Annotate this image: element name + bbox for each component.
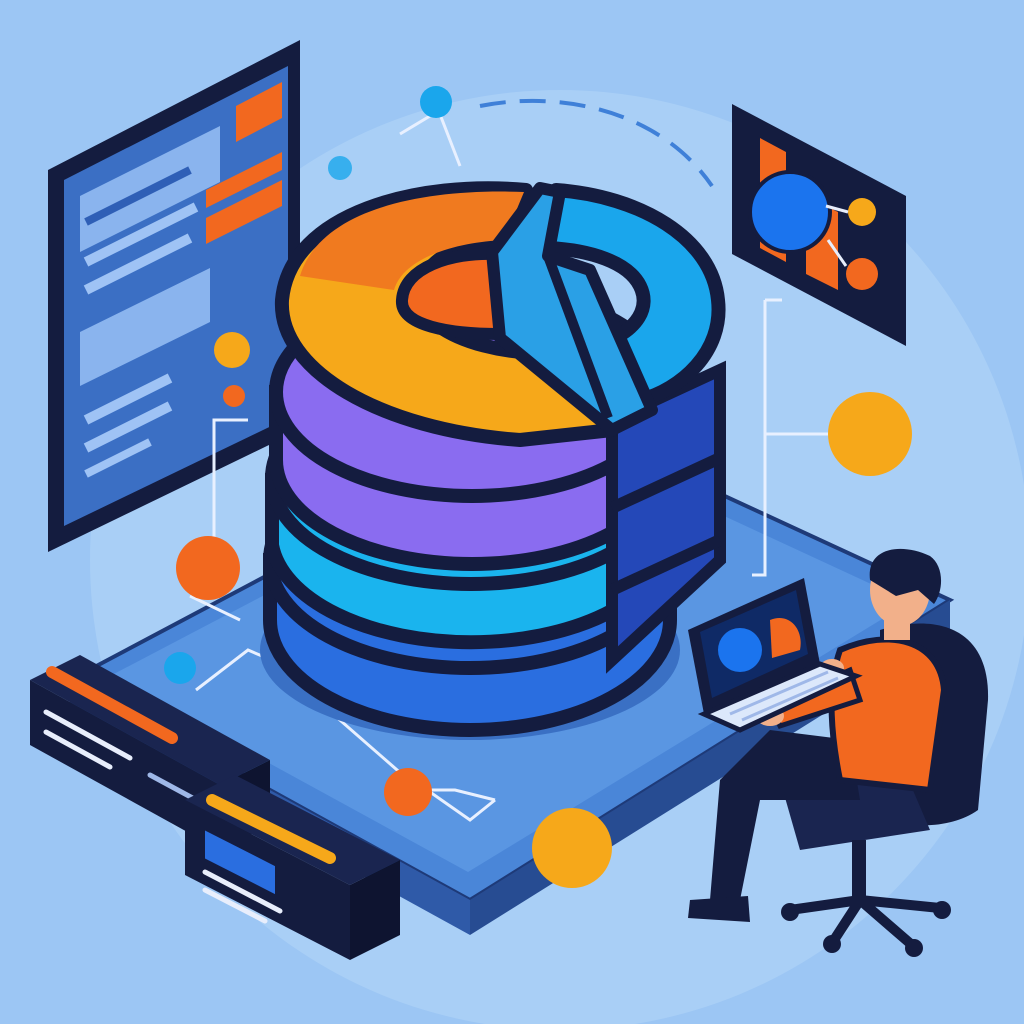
panel-line-6 xyxy=(84,438,152,478)
rack-line-2 xyxy=(43,729,113,770)
network-node-icon xyxy=(828,392,912,476)
network-node-icon xyxy=(223,385,245,407)
panel-bar-orange-3 xyxy=(206,180,282,244)
network-lines xyxy=(189,98,834,822)
chair-legs xyxy=(785,895,945,950)
panel-line-1 xyxy=(84,166,192,226)
rack2-top xyxy=(185,775,400,885)
network-node-icon xyxy=(164,652,196,684)
database-slab-divider-1 xyxy=(609,452,723,514)
chair-wheel xyxy=(823,935,841,953)
rack2-accent-amber xyxy=(206,794,336,864)
laptop-chart-blue xyxy=(718,628,762,672)
server-rack-center xyxy=(185,775,400,960)
rack2-line-2 xyxy=(202,887,268,924)
panel-line-3 xyxy=(83,233,193,295)
network-node-icon xyxy=(176,536,240,600)
pie-wedge-cut xyxy=(543,254,613,420)
network-node-icon xyxy=(420,86,452,118)
chair-wheel xyxy=(905,939,923,957)
chart-node-amber xyxy=(848,198,876,226)
chair-wheel xyxy=(781,903,799,921)
person-torso xyxy=(828,636,948,794)
rack-front xyxy=(30,680,220,850)
chair-wheel xyxy=(933,901,951,919)
panel-bar-orange-1 xyxy=(236,82,282,142)
chair-post xyxy=(852,840,866,900)
panel-line-4 xyxy=(83,373,173,425)
pie-ring-blue xyxy=(541,183,726,437)
laptop-base xyxy=(697,661,863,733)
network-node-icon xyxy=(328,156,352,180)
panel-line-5 xyxy=(83,401,173,453)
laptop-chart-orange xyxy=(770,618,801,658)
chart-node-blue xyxy=(748,170,832,254)
rack2-line-1 xyxy=(202,869,283,914)
person-shoe xyxy=(688,896,750,922)
pie-chart-icon xyxy=(732,104,906,346)
database-icon xyxy=(260,181,726,740)
laptop-icon xyxy=(688,578,863,733)
laptop-keys xyxy=(729,670,839,722)
person-at-laptop xyxy=(688,548,989,957)
chart-connector xyxy=(825,204,849,267)
network-node-icon xyxy=(532,808,612,888)
panel-block-lower xyxy=(80,268,210,386)
network-node-icon xyxy=(384,768,432,816)
chart-node-orange xyxy=(846,258,878,290)
database-slab-divider-2 xyxy=(609,534,723,596)
rack-line-1 xyxy=(43,709,133,761)
person-hair xyxy=(869,548,942,604)
person-legs xyxy=(710,730,860,900)
network-node-icon xyxy=(214,332,250,368)
database-slab xyxy=(606,360,726,674)
panel-bar-orange-2 xyxy=(206,152,282,208)
network-nodes xyxy=(164,86,912,888)
rack-accent-orange xyxy=(46,666,178,744)
panel-line-2 xyxy=(83,202,199,267)
pie-ring-orange-highlight xyxy=(300,191,524,290)
rack2-side xyxy=(350,860,400,960)
dashboard-panel-icon xyxy=(48,40,300,552)
rack2-screen xyxy=(205,830,275,895)
